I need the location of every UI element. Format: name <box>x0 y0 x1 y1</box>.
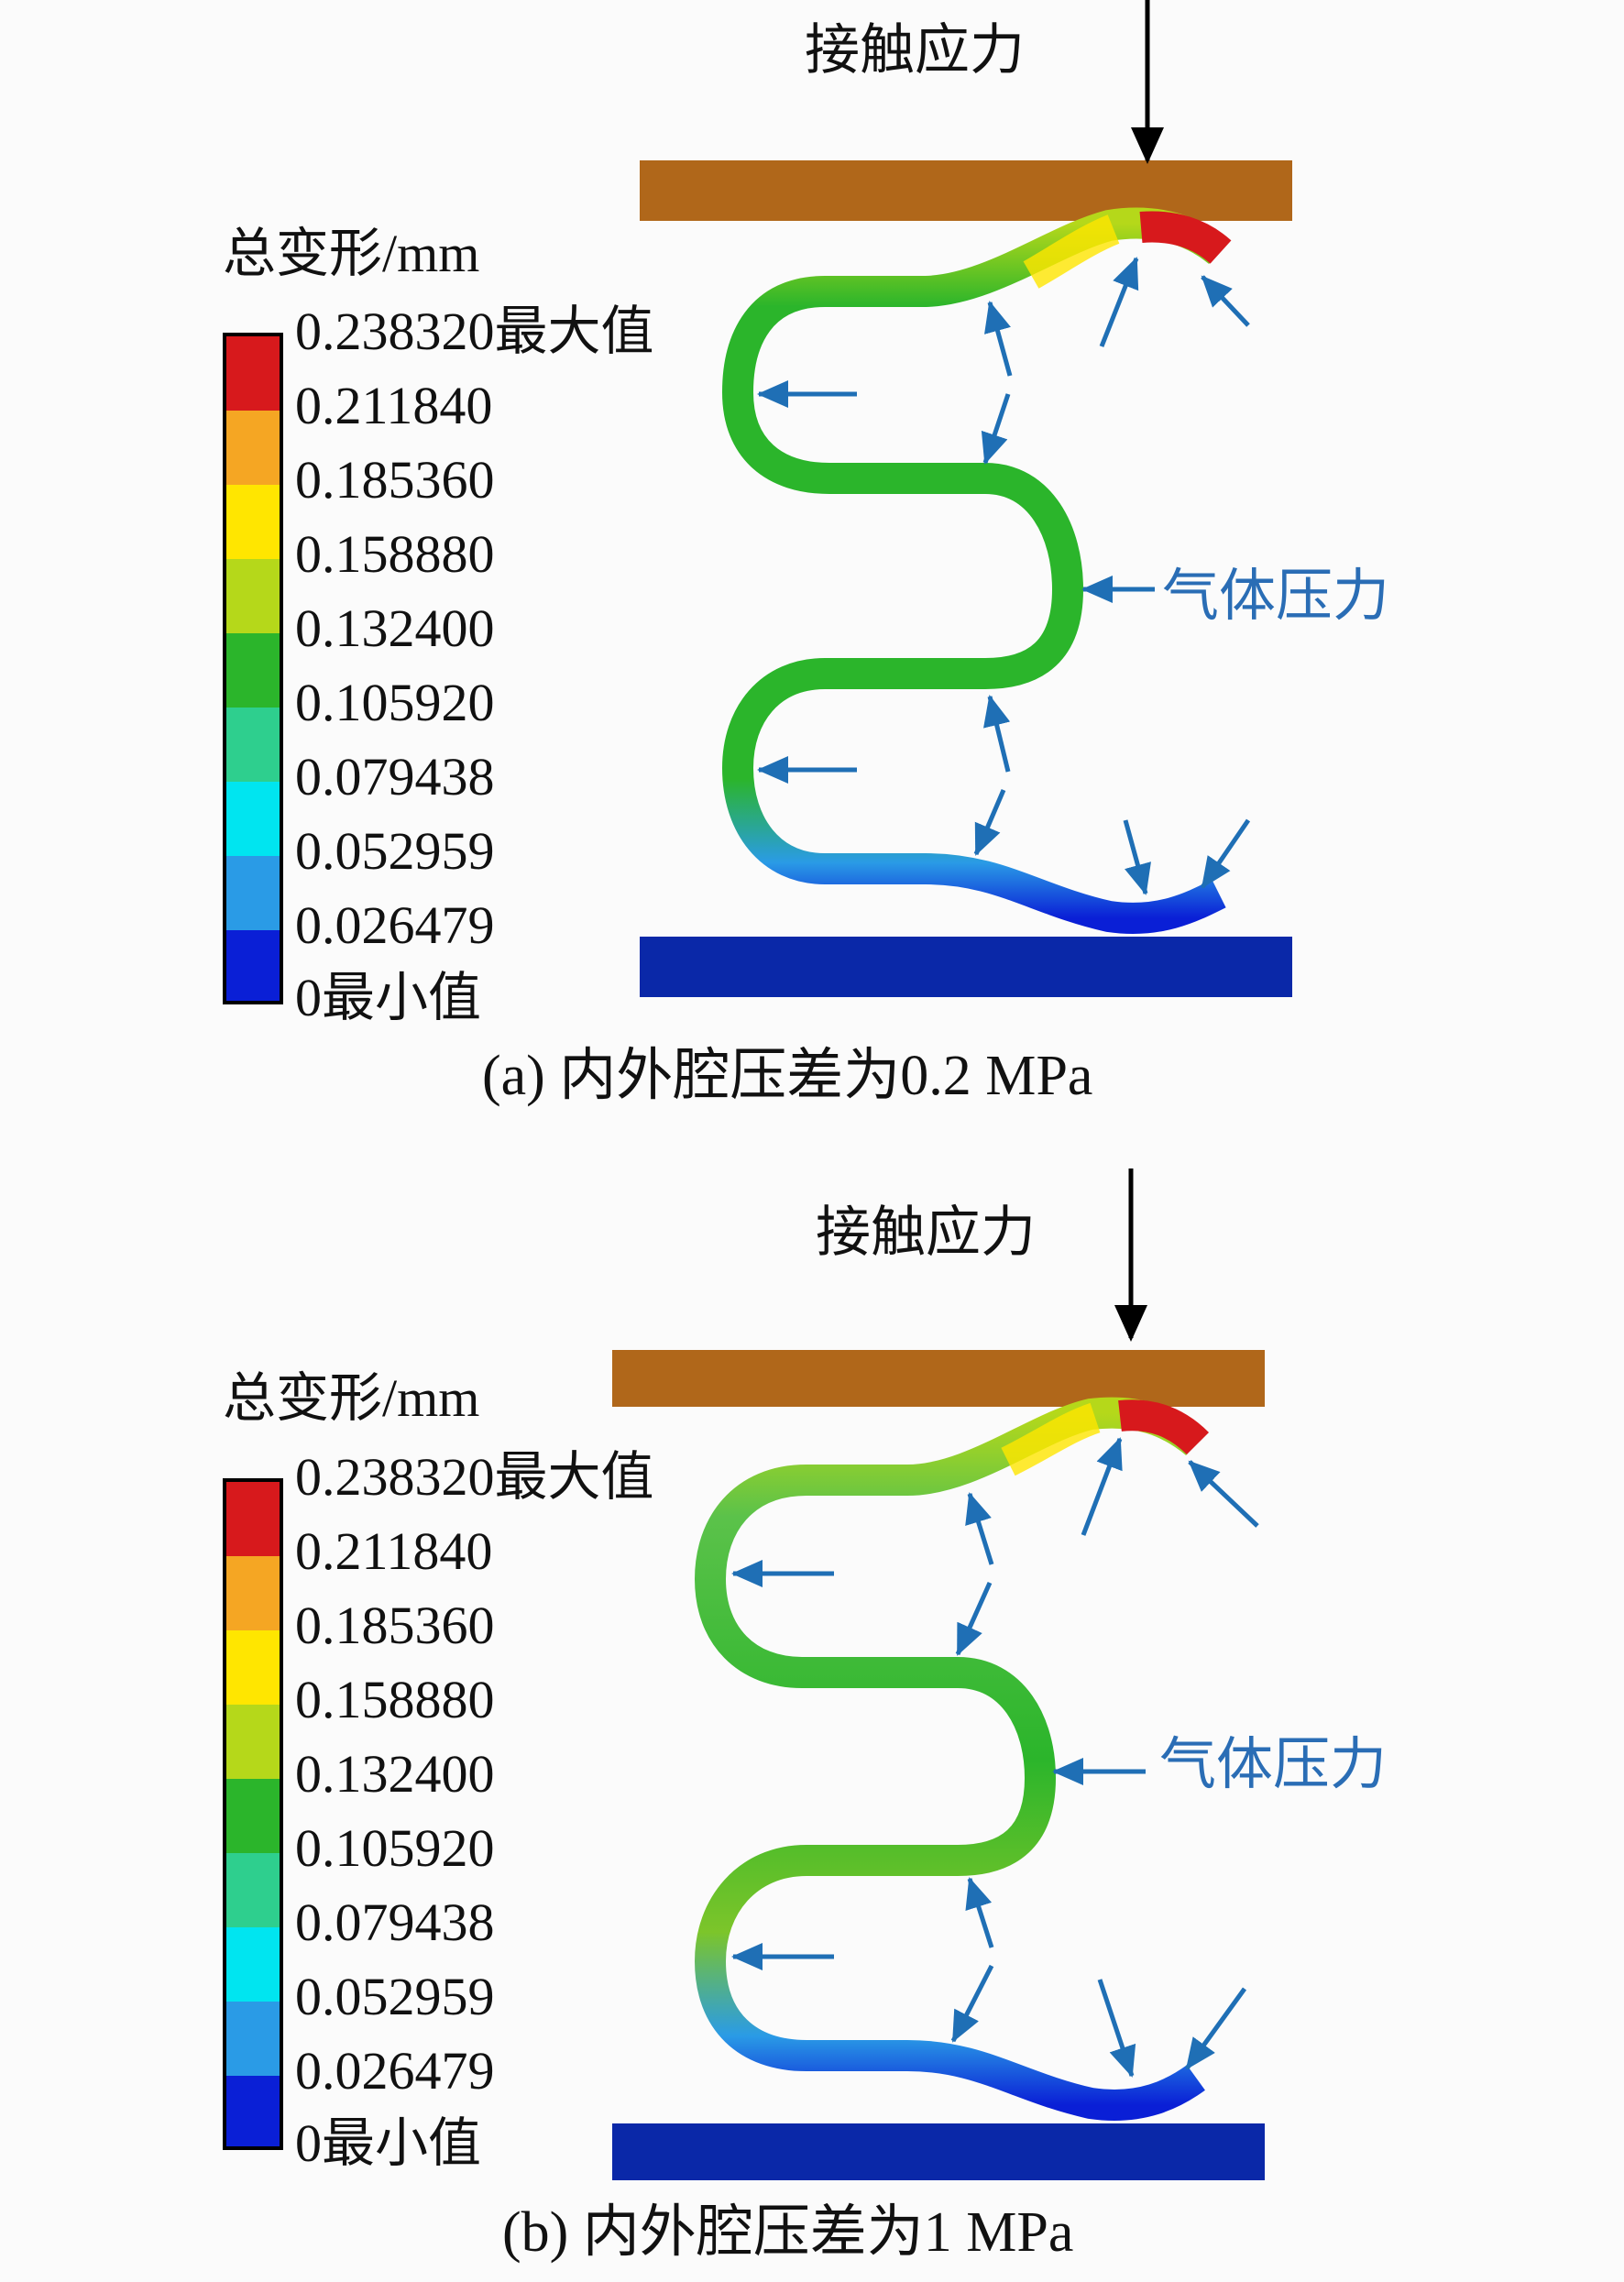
legend-tick: 0.105920 <box>295 673 495 732</box>
top-plate <box>612 1350 1265 1407</box>
panel-a: 接触应力 气体压力 总变形/mm 0.238320最大值 0.211840 0.… <box>223 0 1390 1107</box>
legend-tick: 0.238320最大值 <box>295 302 654 361</box>
legend-tick: 0.158880 <box>295 524 495 584</box>
panel-b: 接触应力 气体压力 总变形/mm 0.238320最大值 0.211840 0.… <box>0 1141 1624 2282</box>
bottom-plate <box>640 937 1292 997</box>
legend-tick: 0.238320最大值 <box>295 1447 654 1507</box>
bellows-diagram-b <box>223 1168 1265 2180</box>
legend-tick: 0.132400 <box>295 598 495 658</box>
gas-pressure-label: 气体压力 <box>1159 1734 1388 1796</box>
top-plate <box>640 160 1292 221</box>
gas-pressure-arrows <box>731 1437 1259 2078</box>
contact-stress-label: 接触应力 <box>816 1202 1036 1263</box>
legend-tick: 0.052959 <box>295 1967 495 2026</box>
legend-tick: 0.185360 <box>295 450 495 510</box>
gas-pressure-label: 气体压力 <box>1162 565 1390 628</box>
legend-tick: 0.052959 <box>295 821 495 881</box>
legend-tick: 0.211840 <box>295 376 493 435</box>
bottom-plate <box>612 2123 1265 2180</box>
legend-tick: 0.158880 <box>295 1670 495 1729</box>
legend-colorbar <box>223 1478 283 2150</box>
legend-tick: 0.132400 <box>295 1744 495 1804</box>
legend-tick: 0.079438 <box>295 1893 495 1952</box>
caption-a: (a) 内外腔压差为0.2 MPa <box>482 1045 1093 1107</box>
legend-tick: 0.026479 <box>295 2041 495 2101</box>
bellows-tube <box>694 1397 1206 2121</box>
legend-tick: 0.185360 <box>295 1596 495 1655</box>
legend-title: 总变形/mm <box>223 1368 480 1428</box>
legend-tick: 0.105920 <box>295 1818 495 1878</box>
legend-tick: 0.026479 <box>295 895 495 955</box>
contact-stress-label: 接触应力 <box>805 20 1025 81</box>
legend-title: 总变形/mm <box>223 224 480 283</box>
legend-colorbar <box>223 333 283 1004</box>
legend-tick: 0最小值 <box>295 968 482 1027</box>
caption-b: (b) 内外腔压差为1 MPa <box>502 2201 1074 2264</box>
bellows-tube <box>721 207 1229 934</box>
bellows-diagram-a <box>223 0 1292 1004</box>
gas-pressure-arrows <box>757 257 1251 895</box>
legend-tick: 0最小值 <box>295 2113 482 2173</box>
legend-tick: 0.211840 <box>295 1521 493 1581</box>
legend-tick: 0.079438 <box>295 747 495 806</box>
